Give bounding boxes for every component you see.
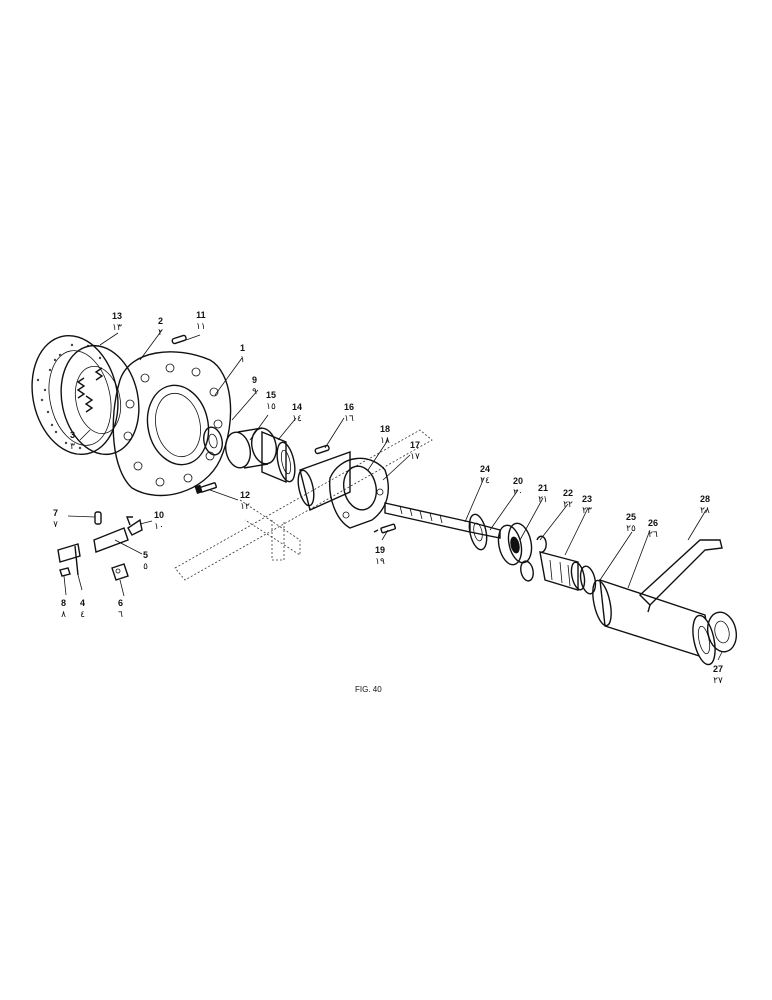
part-18-guide-tube (297, 451, 351, 511)
part-14-sleeve (261, 430, 296, 484)
part-12-bolt (194, 482, 217, 495)
part-10-lever (125, 516, 143, 536)
leader-lines (63, 329, 723, 661)
part-26-housing-tube (592, 578, 716, 666)
part-6-clip (111, 563, 129, 581)
part-8-clip (59, 567, 71, 577)
part-21-bearing (497, 522, 533, 566)
part-4-bracket (57, 543, 81, 576)
part-15-release-bearing (224, 427, 278, 469)
part-20-washer (468, 513, 488, 551)
part-2-pressure-plate (60, 344, 140, 456)
release-fork-shaft-phantom (174, 429, 433, 581)
part-19-bolt (373, 523, 397, 534)
figure-caption: FIG. 40 (355, 685, 382, 694)
part-23-splined-sleeve (539, 551, 586, 591)
part-16-key (314, 444, 330, 455)
part-28-bracket (638, 539, 723, 613)
part-11-pin (171, 334, 187, 345)
part-9-washer (203, 426, 223, 456)
part-22-circlip (520, 535, 547, 582)
part-5-lever-plate (93, 527, 129, 553)
part-1-clutch-cover (112, 351, 232, 497)
part-13-clutch-disc (31, 334, 119, 456)
part-7-pin (94, 511, 102, 525)
part-27-washer (706, 611, 738, 653)
part-17-bearing-carrier (329, 457, 389, 529)
part-25-ring (579, 565, 597, 595)
